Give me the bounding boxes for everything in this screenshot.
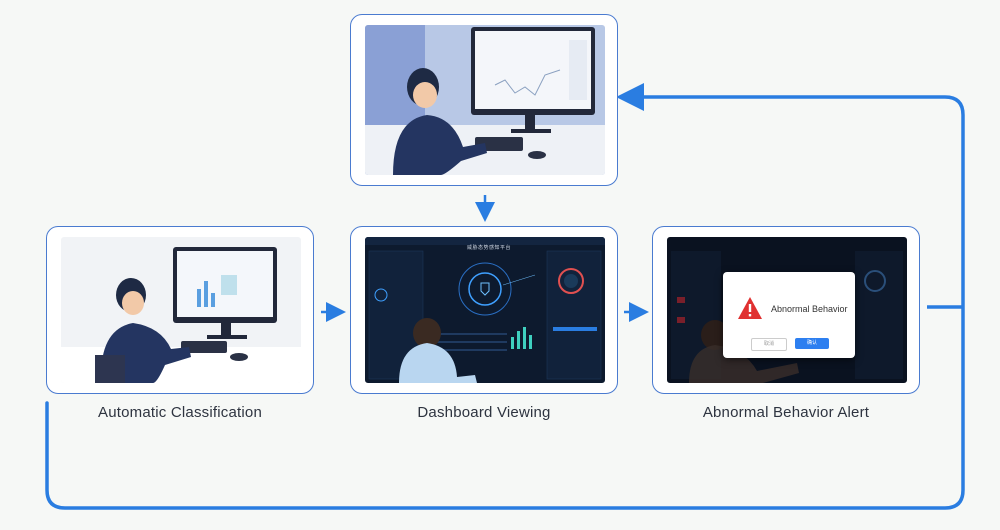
- step-panel-dashboard: 威胁态势感知平台: [350, 226, 618, 394]
- caption-alert: Abnormal Behavior Alert: [702, 404, 870, 421]
- loop-arrow: [45, 83, 965, 510]
- dashboard-illustration: [365, 237, 605, 383]
- step-panel-monitoring: [350, 14, 618, 186]
- step-panel-classification: [46, 226, 314, 394]
- caption-dashboard: Dashboard Viewing: [417, 404, 551, 421]
- alert-dialog: Abnormal Behavior 取消 确认: [723, 272, 855, 358]
- alert-cancel-button[interactable]: 取消: [751, 338, 787, 351]
- monitoring-illustration: [365, 25, 605, 175]
- caption-classification: Automatic Classification: [97, 404, 263, 421]
- dashboard-header-title: 威胁态势感知平台: [467, 245, 512, 251]
- step-panel-alert: Abnormal Behavior 取消 确认: [652, 226, 920, 394]
- warning-icon: [738, 297, 762, 319]
- classification-illustration: [61, 237, 301, 383]
- alert-confirm-button[interactable]: 确认: [795, 338, 829, 349]
- alert-title: Abnormal Behavior: [771, 304, 848, 314]
